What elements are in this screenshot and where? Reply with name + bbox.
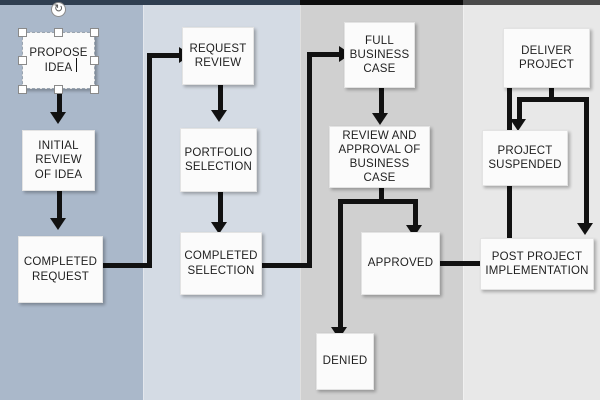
connector-review-split-bar xyxy=(338,199,418,204)
node-post-project-implementation[interactable]: POST PROJECT IMPLEMENTATION xyxy=(480,238,594,290)
connector-cr-h2 xyxy=(147,53,182,58)
connector-cr-v xyxy=(147,53,152,268)
resize-handle-n[interactable] xyxy=(54,28,63,37)
rotate-icon[interactable]: ↻ xyxy=(51,2,66,17)
resize-handle-sw[interactable] xyxy=(18,85,27,94)
node-denied[interactable]: DENIED xyxy=(316,333,374,390)
arrowhead-initial-to-completed-request xyxy=(50,218,66,230)
node-portfolio-selection[interactable]: PORTFOLIO SELECTION xyxy=(180,128,257,192)
resize-handle-s[interactable] xyxy=(54,85,63,94)
connector-initial-to-completed-request xyxy=(57,190,62,220)
top-edge-strip-gray xyxy=(463,0,600,5)
connector-fbc-to-review xyxy=(379,88,384,116)
node-deliver-project[interactable]: DELIVER PROJECT xyxy=(503,28,590,88)
arrowhead-deliver-to-suspended xyxy=(510,119,526,131)
node-approved[interactable]: APPROVED xyxy=(361,232,440,295)
connector-deliver-split-bar xyxy=(517,97,589,102)
connector-review-to-approved xyxy=(413,199,418,228)
resize-handle-nw[interactable] xyxy=(18,28,27,37)
connector-review-stem xyxy=(379,188,384,204)
resize-handle-w[interactable] xyxy=(18,56,27,65)
connector-cs-h1 xyxy=(262,263,312,268)
node-initial-review-of-idea[interactable]: INITIAL REVIEW OF IDEA xyxy=(22,130,95,191)
connector-ps-to-cs xyxy=(218,192,223,225)
top-edge-strip-dark xyxy=(300,0,463,5)
node-review-and-approval[interactable]: REVIEW AND APPROVAL OF BUSINESS CASE xyxy=(329,126,430,188)
arrowhead-deliver-to-post xyxy=(577,223,593,235)
arrowhead-propose-to-initial xyxy=(50,112,66,124)
band-divider-3 xyxy=(463,0,464,400)
band-divider-1 xyxy=(143,0,144,400)
connector-cr-h1 xyxy=(100,263,152,268)
arrowhead-fbc-to-review xyxy=(372,113,388,125)
connector-deliver-to-suspended xyxy=(517,97,522,122)
node-project-suspended[interactable]: PROJECT SUSPENDED xyxy=(482,130,568,186)
arrowhead-ps-to-cs xyxy=(211,222,227,234)
text-caret xyxy=(76,58,77,72)
resize-handle-ne[interactable] xyxy=(90,28,99,37)
node-completed-request[interactable]: COMPLETED REQUEST xyxy=(18,236,103,303)
resize-handle-e[interactable] xyxy=(90,56,99,65)
node-full-business-case[interactable]: FULL BUSINESS CASE xyxy=(344,22,415,88)
arrowhead-rr-to-ps xyxy=(211,110,227,122)
connector-approved-h1 xyxy=(440,261,512,266)
connector-rr-to-ps xyxy=(218,85,223,113)
selection-outline xyxy=(22,32,95,89)
connector-deliver-to-post xyxy=(584,97,589,226)
resize-handle-se[interactable] xyxy=(90,85,99,94)
node-request-review[interactable]: REQUEST REVIEW xyxy=(182,27,254,85)
connector-cs-h2 xyxy=(307,52,342,57)
node-completed-selection[interactable]: COMPLETED SELECTION xyxy=(180,232,262,295)
connector-propose-to-initial xyxy=(57,88,62,114)
connector-deliver-stem xyxy=(549,88,554,102)
band-divider-2 xyxy=(300,0,301,400)
connector-cs-v xyxy=(307,52,312,268)
connector-review-to-denied xyxy=(338,199,343,331)
